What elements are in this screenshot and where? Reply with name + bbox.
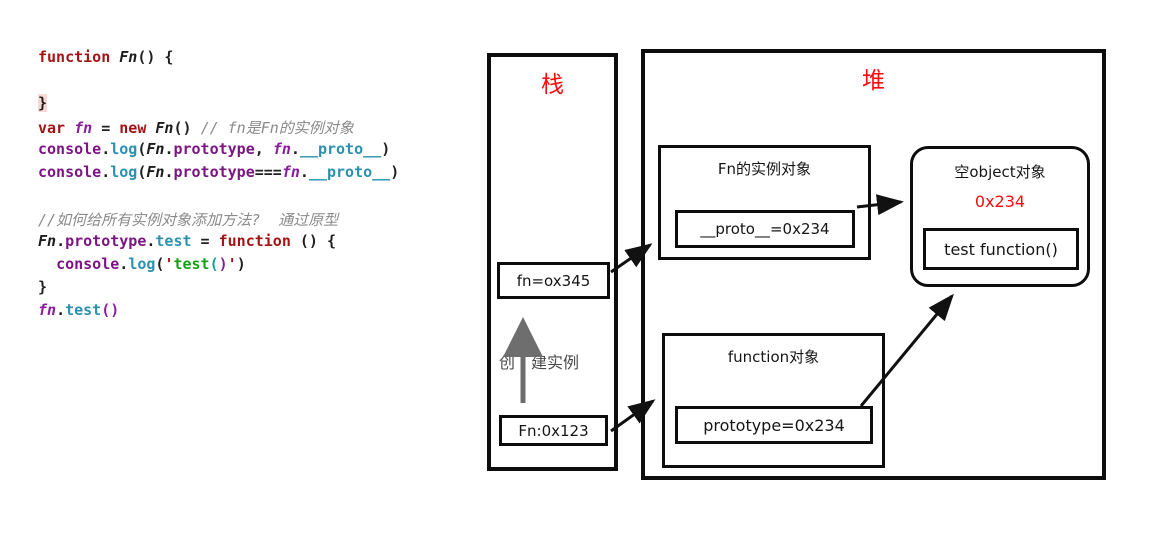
code-token: . <box>164 140 174 158</box>
code-token: ( <box>209 255 219 273</box>
code-token: () <box>101 301 120 319</box>
code-token: test <box>65 301 102 319</box>
heap-title: 堆 <box>862 68 885 94</box>
code-token: . <box>299 163 309 181</box>
code-token: prototype <box>173 140 255 158</box>
create-instance-label-right: 建实例 <box>531 353 580 372</box>
code-token: fn <box>281 163 300 181</box>
code-token: ) <box>381 140 391 158</box>
stack-cell-fn-function-label: Fn:0x123 <box>518 421 589 440</box>
code-token: log <box>110 140 138 158</box>
code-token: Fn <box>155 119 174 137</box>
code-line: console.log('test()') <box>38 255 399 278</box>
code-token: Fn <box>146 163 165 181</box>
empty-object-address: 0x234 <box>974 192 1026 211</box>
code-token: () <box>173 119 201 137</box>
code-token: console <box>38 140 102 158</box>
code-token: prototype <box>65 232 147 250</box>
function-object-box: function对象 <box>662 333 885 468</box>
code-token: . <box>101 140 111 158</box>
code-line: } <box>38 278 399 301</box>
code-token: function <box>38 48 111 66</box>
code-line: } <box>38 94 399 117</box>
code-token: . <box>164 163 174 181</box>
code-token: fn <box>74 119 93 137</box>
stack-title: 栈 <box>541 72 564 98</box>
empty-object-title: 空object对象 <box>954 163 1046 181</box>
function-prototype-field-label: prototype=0x234 <box>703 415 845 435</box>
instance-proto-field: __proto__=0x234 <box>675 210 855 248</box>
code-token: . <box>56 301 66 319</box>
code-token: ) <box>236 255 246 273</box>
code-line: var fn = new Fn() // fn是Fn的实例对象 <box>38 117 399 140</box>
code-line: console.log(Fn.prototype, fn.__proto__) <box>38 140 399 163</box>
instance-object-title: Fn的实例对象 <box>717 160 812 178</box>
code-token: log <box>110 163 138 181</box>
code-line <box>38 186 399 209</box>
code-token: = <box>191 232 219 250</box>
code-token <box>65 119 74 137</box>
code-token: ' <box>227 255 237 273</box>
function-prototype-field: prototype=0x234 <box>675 406 873 444</box>
code-token: test <box>155 232 192 250</box>
code-line: function Fn() { <box>38 48 399 71</box>
code-line: console.log(Fn.prototype===fn.__proto__) <box>38 163 399 186</box>
code-token: Fn <box>38 232 57 250</box>
code-token <box>38 255 56 273</box>
stack-cell-fn-var: fn=ox345 <box>497 262 610 299</box>
code-token: () { <box>290 232 337 250</box>
code-token: ' <box>164 255 174 273</box>
code-line: fn.test() <box>38 301 399 324</box>
code-token: . <box>119 255 129 273</box>
code-token: test <box>173 255 210 273</box>
code-token: fn <box>272 140 291 158</box>
code-token: // fn是Fn的实例对象 <box>200 119 354 137</box>
code-token: //如何给所有实例对象添加方法? 通过原型 <box>38 211 339 229</box>
code-token: __proto__ <box>308 163 391 181</box>
stack-cell-fn-function: Fn:0x123 <box>499 415 608 446</box>
code-token: __proto__ <box>299 140 382 158</box>
code-block: function Fn() { }var fn = new Fn() // fn… <box>38 48 399 324</box>
code-token: = <box>92 119 120 137</box>
code-token: ) <box>218 255 228 273</box>
code-token: === <box>254 163 282 181</box>
code-token <box>110 48 119 66</box>
code-token: } <box>38 278 48 296</box>
code-token: . <box>101 163 111 181</box>
function-object-title: function对象 <box>727 348 820 366</box>
code-token: var <box>38 119 66 137</box>
code-token: prototype <box>173 163 255 181</box>
code-token: . <box>56 232 66 250</box>
code-token: function <box>218 232 291 250</box>
code-token: , <box>254 140 273 158</box>
code-token: console <box>38 163 102 181</box>
empty-object-method-label: test function() <box>944 239 1058 259</box>
code-token: Fn <box>119 48 138 66</box>
create-instance-label-left: 创 <box>499 353 516 372</box>
code-token: . <box>290 140 300 158</box>
stack-cell-fn-var-label: fn=ox345 <box>516 271 591 290</box>
code-line: //如何给所有实例对象添加方法? 通过原型 <box>38 209 399 232</box>
code-token: new <box>119 119 147 137</box>
code-token: ( <box>137 140 147 158</box>
empty-object-method-field: test function() <box>923 228 1079 270</box>
code-token: fn <box>38 301 57 319</box>
code-token: } <box>38 94 48 112</box>
code-token: ( <box>155 255 165 273</box>
code-token: log <box>128 255 156 273</box>
code-token: ) <box>390 163 400 181</box>
instance-proto-field-label: __proto__=0x234 <box>700 220 830 238</box>
code-token: () { <box>137 48 174 66</box>
code-line: Fn.prototype.test = function () { <box>38 232 399 255</box>
code-token: Fn <box>146 140 165 158</box>
code-token: . <box>146 232 156 250</box>
code-token: ( <box>137 163 147 181</box>
code-token: console <box>56 255 120 273</box>
code-line <box>38 71 399 94</box>
